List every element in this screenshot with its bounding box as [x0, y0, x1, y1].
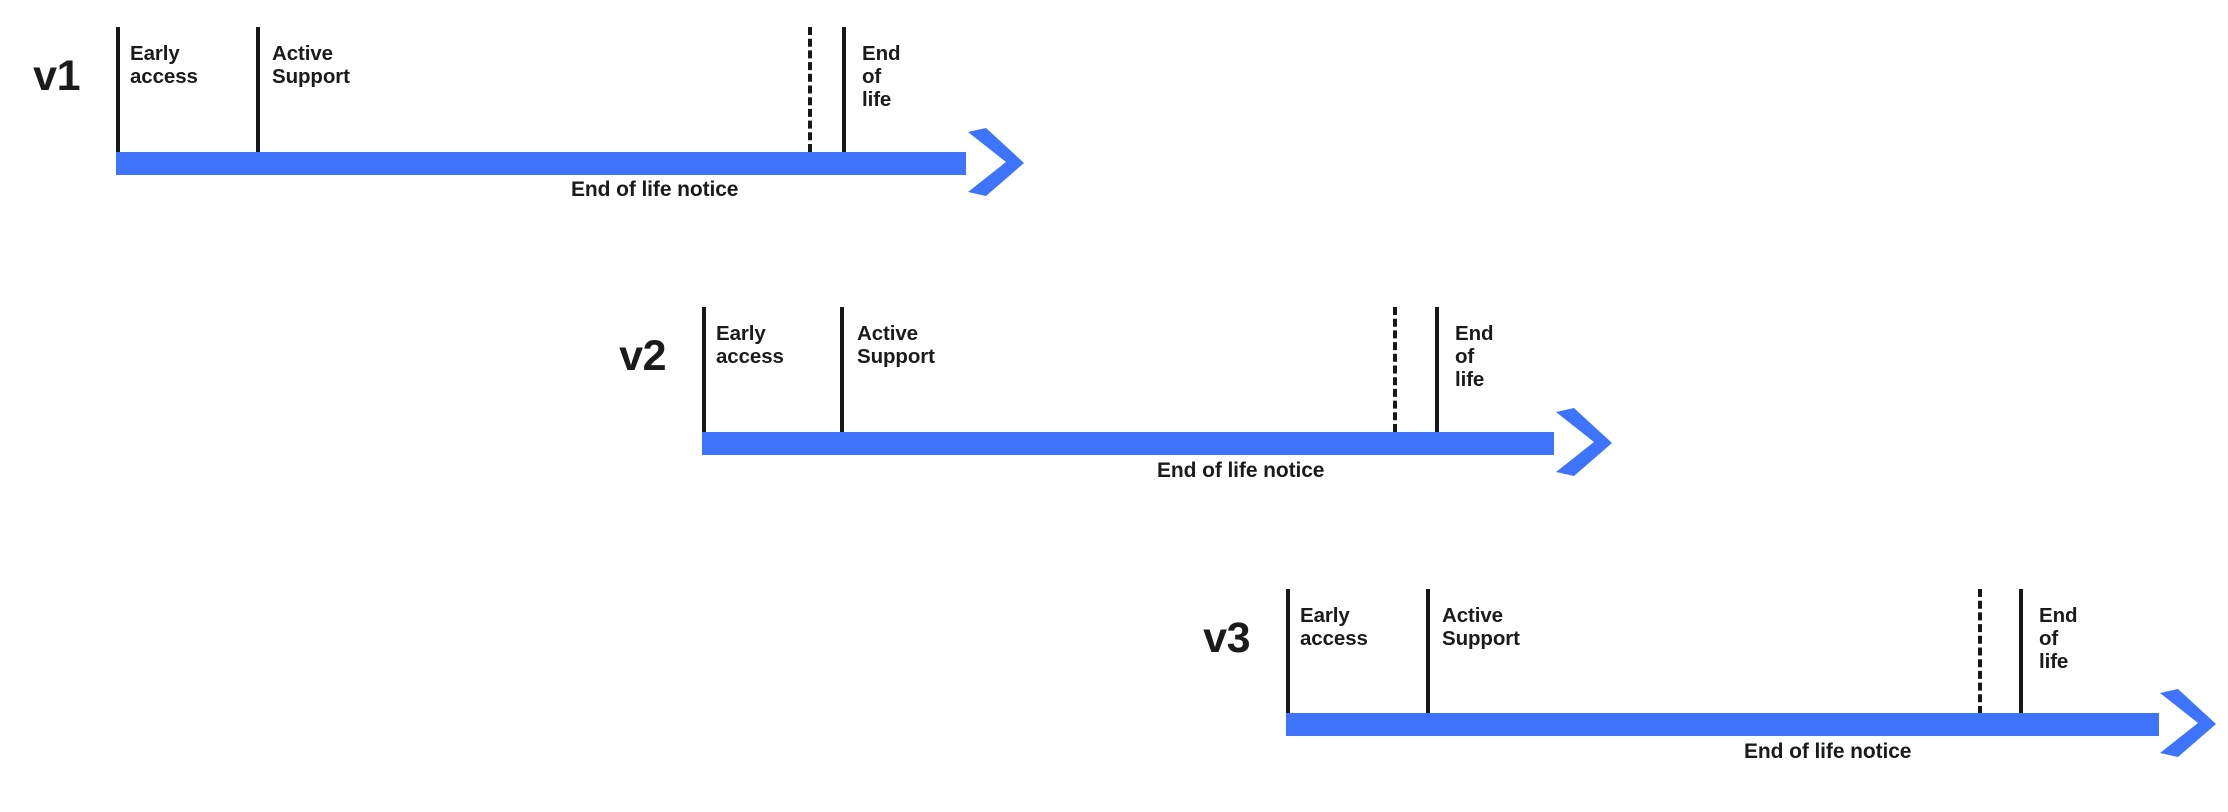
tick-eol-notice-v2	[1393, 307, 1397, 432]
lifecycle-arrow-shaft-v1	[116, 152, 966, 175]
tick-early-access-end-v3	[1426, 589, 1430, 714]
tick-early-access-end-v2	[840, 307, 844, 432]
phase-label-early-access-v2: Early access	[716, 322, 784, 368]
tick-start-v3	[1286, 589, 1290, 714]
version-label-v2: v2	[619, 332, 666, 380]
tick-eol-notice-v3	[1978, 589, 1982, 714]
tick-early-access-end-v1	[256, 27, 260, 152]
lifecycle-arrow-shaft-v3	[1286, 713, 2159, 736]
arrow-head-icon-v2	[1556, 408, 1612, 476]
phase-label-end-of-life-v1: End of life	[862, 42, 901, 111]
lifecycle-arrow-shaft-v2	[702, 432, 1554, 455]
phase-label-active-support-v3: Active Support	[1442, 604, 1520, 650]
version-label-v3: v3	[1203, 614, 1250, 662]
version-label-v1: v1	[33, 52, 80, 100]
tick-start-v2	[702, 307, 706, 432]
phase-label-end-of-life-v2: End of life	[1455, 322, 1494, 391]
notice-label-v3: End of life notice	[1744, 740, 1912, 763]
tick-start-v1	[116, 27, 120, 152]
tick-eol-notice-v1	[808, 27, 812, 152]
arrow-head-icon-v3	[2160, 689, 2216, 757]
notice-label-v1: End of life notice	[571, 178, 739, 201]
tick-end-of-life-v3	[2019, 589, 2023, 714]
phase-label-active-support-v1: Active Support	[272, 42, 350, 88]
notice-label-v2: End of life notice	[1157, 459, 1325, 482]
phase-label-active-support-v2: Active Support	[857, 322, 935, 368]
phase-label-early-access-v1: Early access	[130, 42, 198, 88]
tick-end-of-life-v1	[842, 27, 846, 152]
arrow-head-icon-v1	[968, 128, 1024, 196]
phase-label-early-access-v3: Early access	[1300, 604, 1368, 650]
phase-label-end-of-life-v3: End of life	[2039, 604, 2078, 673]
tick-end-of-life-v2	[1435, 307, 1439, 432]
